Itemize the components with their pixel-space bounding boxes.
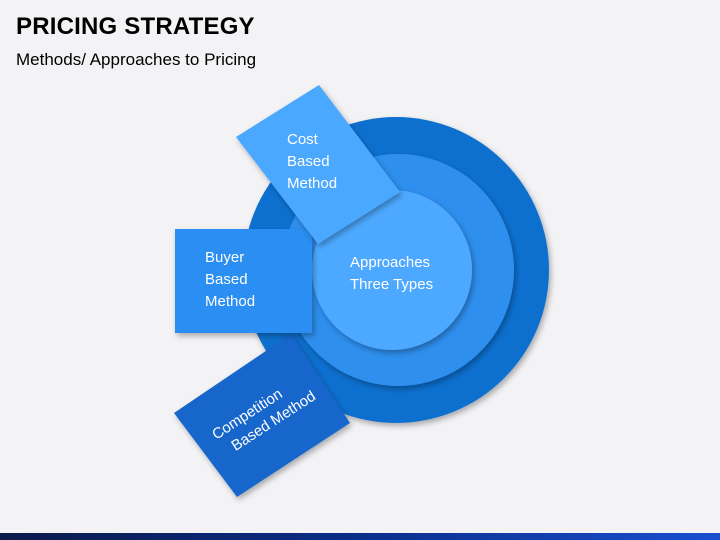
cost-label-line3: Method — [287, 175, 337, 192]
slide-title: PRICING STRATEGY — [16, 13, 255, 40]
inner-circle — [312, 190, 472, 350]
buyer-method-box — [175, 229, 312, 333]
buyer-label-line3: Method — [205, 293, 255, 310]
slide-subtitle: Methods/ Approaches to Pricing — [16, 50, 257, 69]
competition-method-box — [174, 334, 350, 497]
buyer-label-line1: Buyer — [205, 249, 244, 266]
buyer-label-line2: Based — [205, 271, 248, 288]
cost-label-line2: Based — [287, 153, 330, 170]
cost-method-box — [236, 85, 400, 244]
bottom-accent-bar — [0, 533, 720, 540]
cost-label-line1: Cost — [287, 131, 319, 148]
center-label-line1: Approaches — [350, 254, 430, 271]
center-label-line2: Three Types — [350, 276, 433, 293]
